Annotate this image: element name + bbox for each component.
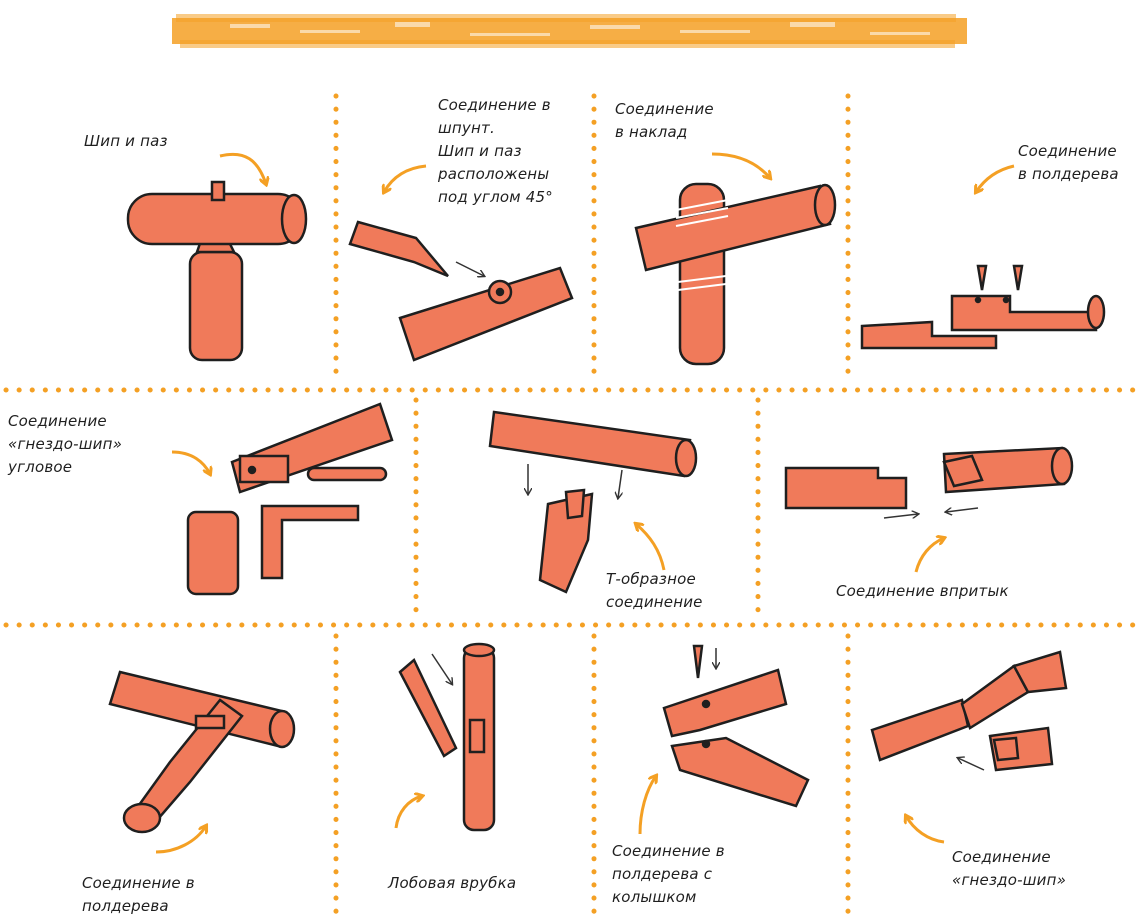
arrow bbox=[172, 452, 210, 474]
label-t-joint: Т-образное соединение bbox=[606, 568, 703, 614]
tongue-joint-illustration bbox=[350, 222, 572, 360]
butt-joint-illustration bbox=[786, 448, 1072, 508]
arrow bbox=[432, 654, 452, 684]
label-lap-joint: Соединение в наклад bbox=[615, 98, 714, 144]
half-timber-peg-illustration bbox=[664, 646, 808, 806]
label-half-timber-peg: Соединение в полдерева с колышком bbox=[612, 840, 725, 909]
arrow bbox=[456, 262, 484, 276]
arrow bbox=[958, 758, 984, 770]
lap-joint-illustration bbox=[636, 184, 835, 364]
t-joint-illustration bbox=[490, 412, 696, 592]
arrow bbox=[884, 514, 918, 518]
label-half-timber: Соединение в полдерева bbox=[1018, 140, 1119, 186]
arrow bbox=[946, 508, 978, 512]
arrow bbox=[636, 524, 664, 570]
arrow bbox=[220, 154, 266, 184]
arrow bbox=[618, 470, 622, 498]
header-banner bbox=[172, 14, 967, 48]
arrow bbox=[906, 816, 944, 842]
frontal-cut-illustration bbox=[400, 644, 494, 830]
arrow bbox=[384, 166, 426, 192]
label-butt-joint: Соединение впритык bbox=[836, 580, 1009, 603]
label-tongue-joint: Соединение в шпунт. Шип и паз расположен… bbox=[438, 94, 553, 209]
half-timber-illustration bbox=[862, 266, 1104, 348]
label-mortise-tenon: Соединение «гнездо-шип» bbox=[952, 846, 1066, 892]
arrow bbox=[712, 154, 770, 178]
label-tenon-groove: Шип и паз bbox=[84, 130, 168, 153]
label-half-timber-2: Соединение в полдерева bbox=[82, 872, 195, 918]
tenon-groove-illustration bbox=[128, 182, 306, 360]
mortise-tenon-illustration bbox=[872, 652, 1066, 770]
arrow bbox=[156, 826, 206, 852]
label-frontal-cut: Лобовая врубка bbox=[388, 872, 516, 895]
arrow bbox=[976, 166, 1014, 192]
arrow bbox=[396, 796, 422, 828]
arrow bbox=[916, 538, 944, 572]
corner-mortise-illustration bbox=[188, 404, 392, 594]
label-corner-mortise: Соединение «гнездо-шип» угловое bbox=[8, 410, 122, 479]
half-timber-2-illustration bbox=[110, 672, 294, 832]
arrow bbox=[640, 776, 656, 834]
